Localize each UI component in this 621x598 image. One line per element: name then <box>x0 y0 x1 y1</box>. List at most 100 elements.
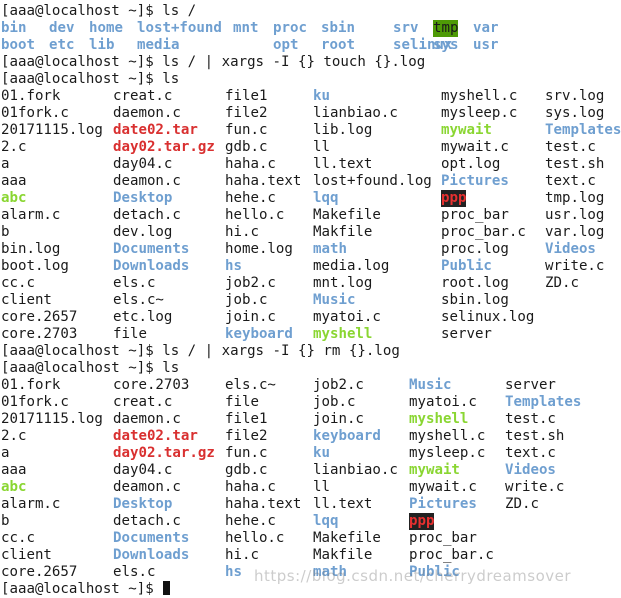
executable-entry: myshell <box>313 326 373 342</box>
directory-entry: hs <box>225 564 242 580</box>
archive-entry: date02.tar <box>113 428 198 444</box>
file-entry: myshell.c <box>409 428 486 444</box>
file-entry: ll <box>313 139 330 155</box>
shell-prompt: [aaa@localhost ~]$ <box>1 3 163 19</box>
file-entry: home.log <box>225 241 293 257</box>
directory-entry: sys <box>433 37 459 53</box>
file-entry: day04.c <box>113 156 173 172</box>
directory-entry: keyboard <box>313 428 381 444</box>
file-entry: test.sh <box>545 156 605 172</box>
file-entry: ll <box>313 479 330 495</box>
prompt-line: [aaa@localhost ~]$ ls / | xargs -I {} rm… <box>1 343 400 360</box>
executable-entry: abc <box>1 479 27 495</box>
file-entry: proc_bar.c <box>409 547 494 563</box>
prompt-line: [aaa@localhost ~]$ ls / | xargs -I {} to… <box>1 54 425 71</box>
file-entry: core.2657 <box>1 564 78 580</box>
directory-entry: Templates <box>545 122 621 138</box>
file-entry: daemon.c <box>113 105 181 121</box>
directory-entry: Pictures <box>409 496 477 512</box>
prompt-line: [aaa@localhost ~]$ ls <box>1 71 179 88</box>
directory-entry: root <box>321 37 355 53</box>
file-entry: text.c <box>545 173 596 189</box>
file-entry: aaa <box>1 173 27 189</box>
file-entry: cc.c <box>1 530 35 546</box>
file-entry: myshell.c <box>441 88 518 104</box>
file-entry: proc_bar.c <box>441 224 526 240</box>
file-entry: hi.c <box>225 224 259 240</box>
file-entry: Makfile <box>313 224 373 240</box>
file-entry: proc_bar <box>441 207 509 223</box>
shell-command: ls / <box>162 3 197 19</box>
file-entry: Makefile <box>313 530 381 546</box>
file-entry: text.c <box>505 445 556 461</box>
directory-entry: etc <box>49 37 75 53</box>
prompt-line[interactable]: [aaa@localhost ~]$ <box>1 581 171 598</box>
directory-entry: ku <box>313 88 330 104</box>
file-entry: detach.c <box>113 207 181 223</box>
directory-entry: Desktop <box>113 496 173 512</box>
file-entry: lianbiao.c <box>313 105 398 121</box>
archive-entry: day02.tar.gz <box>113 139 215 155</box>
directory-entry: media <box>137 37 180 53</box>
directory-entry: opt <box>273 37 299 53</box>
directory-entry: Music <box>409 377 452 393</box>
directory-entry: lqq <box>313 513 339 529</box>
file-entry: mysleep.c <box>409 445 486 461</box>
file-entry: daemon.c <box>113 411 181 427</box>
file-entry: 20171115.log <box>1 411 103 427</box>
directory-entry: Desktop <box>113 190 173 206</box>
file-entry: file1 <box>225 411 268 427</box>
file-entry: file2 <box>225 105 268 121</box>
file-entry: lib.log <box>313 122 373 138</box>
directory-entry: tmp <box>433 20 459 37</box>
file-entry: lost+found.log <box>313 173 432 189</box>
shell-prompt: [aaa@localhost ~]$ <box>1 360 163 376</box>
shell-prompt: [aaa@localhost ~]$ <box>1 71 163 87</box>
file-entry: day04.c <box>113 462 173 478</box>
directory-entry: ppp <box>409 513 435 530</box>
directory-entry: var <box>473 20 499 36</box>
file-entry: bin.log <box>1 241 61 257</box>
directory-entry: Documents <box>113 530 190 546</box>
file-entry: join.c <box>313 411 364 427</box>
file-entry: test.c <box>505 411 556 427</box>
file-entry: cc.c <box>1 275 35 291</box>
file-entry: mysleep.c <box>441 105 518 121</box>
executable-entry: myshell <box>409 411 469 427</box>
directory-entry: math <box>313 564 347 580</box>
file-entry: hello.c <box>225 207 285 223</box>
file-entry: core.2657 <box>1 309 78 325</box>
shell-prompt: [aaa@localhost ~]$ <box>1 581 163 597</box>
file-entry: dev.log <box>113 224 173 240</box>
file-entry: Makfile <box>313 547 373 563</box>
directory-entry: Public <box>441 258 492 274</box>
directory-entry: selinux <box>393 37 453 53</box>
file-entry: haha.c <box>225 156 276 172</box>
file-entry: Makefile <box>313 207 381 223</box>
file-entry: a <box>1 445 10 461</box>
directory-entry: Pictures <box>441 173 509 189</box>
archive-entry: date02.tar <box>113 122 198 138</box>
file-entry: boot.log <box>1 258 69 274</box>
file-entry: sbin.log <box>441 292 509 308</box>
file-entry: alarm.c <box>1 207 61 223</box>
prompt-line: [aaa@localhost ~]$ ls <box>1 360 179 377</box>
file-entry: fun.c <box>225 445 268 461</box>
file-entry: creat.c <box>113 394 173 410</box>
file-entry: 01.fork <box>1 88 61 104</box>
file-entry: file1 <box>225 88 268 104</box>
directory-entry: Downloads <box>113 547 190 563</box>
file-entry: haha.text <box>225 496 302 512</box>
file-entry: job2.c <box>225 275 276 291</box>
file-entry: var.log <box>545 224 605 240</box>
file-entry: gdb.c <box>225 462 268 478</box>
directory-entry: Downloads <box>113 258 190 274</box>
file-entry: fun.c <box>225 122 268 138</box>
file-entry: detach.c <box>113 513 181 529</box>
file-entry: client <box>1 547 52 563</box>
file-entry: test.c <box>545 139 596 155</box>
text-cursor[interactable] <box>163 581 171 595</box>
file-entry: mywait.c <box>409 479 477 495</box>
file-entry: 01fork.c <box>1 105 69 121</box>
